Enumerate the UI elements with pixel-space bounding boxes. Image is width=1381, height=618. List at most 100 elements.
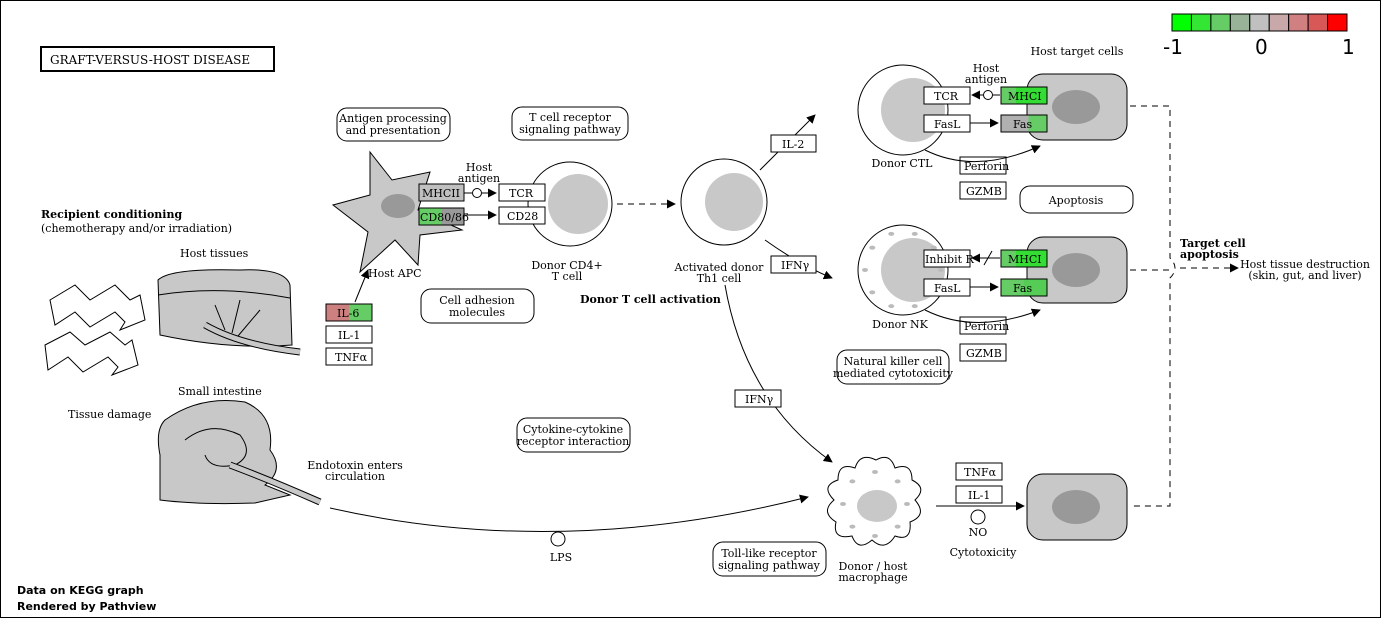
granule-dot (888, 231, 895, 236)
pathway-antigen-1: Antigen processing (338, 112, 447, 125)
label-activated-th1-2: Th1 cell (697, 272, 742, 285)
granule-dot (930, 245, 937, 250)
donor-cd4-cell (527, 161, 613, 247)
label-cytotoxicity: Cytotoxicity (950, 546, 1018, 559)
granule-dot (869, 290, 876, 295)
gene-il6-label: IL-6 (337, 307, 359, 320)
gene-il1-2-label: IL-1 (968, 489, 990, 502)
gene-ifng-2-label: IFNγ (745, 393, 774, 406)
label-donor-nk: Donor NK (872, 318, 929, 331)
label-donor-ctl: Donor CTL (872, 157, 934, 170)
pathway-nk-cytotoxicity[interactable] (836, 349, 950, 385)
legend-swatch (1307, 13, 1329, 32)
gene-cd8086-label: CD80/86 (420, 211, 469, 224)
label-tissue-damage: Tissue damage (68, 408, 151, 421)
pathway-nk-2: mediated cytotoxicity (833, 367, 954, 380)
label-host-apc: Host APC (368, 267, 422, 280)
gene-gzmb-2[interactable] (959, 343, 1007, 362)
gene-mhci-2[interactable] (1000, 249, 1048, 268)
gene-cd28[interactable] (498, 206, 546, 225)
pathway-tlr-2: signaling pathway (718, 559, 821, 572)
host-tissue-icon (157, 269, 301, 356)
color-legend: -1 0 1 (1163, 13, 1355, 59)
pathway-apoptosis-label: Apoptosis (1048, 194, 1104, 207)
gene-tnfa-2[interactable] (955, 462, 1003, 481)
pathway-tlr-1: Toll-like receptor (721, 547, 817, 560)
gene-fas-1[interactable] (1000, 114, 1048, 133)
legend-swatch (1327, 13, 1348, 32)
granule-dot (894, 524, 901, 529)
pathway-apoptosis[interactable] (1019, 185, 1134, 214)
gene-cd28-label: CD28 (507, 210, 538, 223)
gene-ifng-2[interactable] (734, 389, 782, 408)
gene-mhci-1[interactable] (1000, 86, 1048, 105)
radiation-arrows-icon (44, 284, 146, 377)
gene-cd8086[interactable] (418, 207, 465, 226)
pathway-cytokine-1: Cytokine-cytokine (523, 423, 623, 436)
gene-tcr-1[interactable] (498, 183, 546, 202)
granule-dot (894, 479, 901, 484)
gene-il2[interactable] (770, 134, 817, 153)
label-host-destruction-2: (skin, gut, and liver) (1248, 269, 1361, 282)
gene-il6[interactable] (325, 303, 373, 322)
granule-dot (938, 268, 944, 272)
footer-rendered-by: Rendered by Pathview (17, 600, 156, 613)
no-compound (970, 509, 986, 525)
granule-dot (904, 502, 910, 506)
gene-tnfa-2-label: TNFα (964, 466, 997, 479)
gene-il1[interactable] (325, 325, 373, 344)
label-donor-t-activation: Donor T cell activation (580, 293, 721, 306)
pathway-tcr-1: T cell receptor (529, 111, 612, 124)
gene-tcr-2[interactable] (923, 86, 971, 105)
label-small-intestine: Small intestine (178, 385, 262, 398)
gene-il1-2[interactable] (955, 485, 1003, 504)
gene-tnfa-1-label: TNFα (335, 351, 368, 364)
pathway-celladh-1: Cell adhesion (439, 294, 515, 307)
pathway-cytokine[interactable] (516, 417, 631, 453)
pathway-cell-adhesion[interactable] (420, 288, 535, 324)
title-box (40, 46, 275, 72)
granule-dot (840, 502, 846, 506)
gene-mhcii-label: MHCII (422, 187, 460, 200)
pathway-nk-1: Natural killer cell (844, 355, 943, 368)
label-host-antigen-2a: Host (973, 62, 1000, 75)
pathway-toll-like[interactable] (712, 541, 827, 577)
label-target-apoptosis-1: Target cell (1180, 237, 1246, 250)
gene-tnfa-1[interactable] (325, 347, 373, 366)
gene-tcr-1-label: TCR (509, 187, 534, 200)
pathway-antigen-processing[interactable] (336, 107, 451, 142)
legend-swatch (1249, 13, 1270, 32)
donor-ctl-cell (857, 64, 949, 156)
label-host-antigen-1b: antigen (458, 172, 500, 185)
granule-dot (872, 534, 878, 538)
gene-inhibit-r-label: Inhibit R (925, 253, 975, 266)
gene-inhibit-r[interactable] (923, 249, 971, 268)
legend-swatch (1229, 13, 1251, 32)
label-host-target-cells: Host target cells (1031, 45, 1124, 58)
gene-ifng-1-label: IFNγ (781, 259, 810, 272)
gene-mhci-1-label: MHCI (1008, 90, 1042, 103)
label-chemo: (chemotherapy and/or irradiation) (41, 222, 232, 235)
label-endotoxin-2: circulation (325, 470, 385, 483)
diagram-title: GRAFT-VERSUS-HOST DISEASE (50, 53, 250, 67)
donor-nk-cell (857, 224, 949, 316)
gene-perforin-2-label: Perforin (964, 320, 1009, 333)
lps-compound (550, 531, 566, 547)
host-target-cell-3 (1026, 473, 1128, 541)
pathway-tcr-signaling[interactable] (511, 106, 629, 141)
label-no: NO (969, 526, 988, 539)
gene-ifng-1[interactable] (770, 255, 817, 274)
gene-fasl-2-label: FasL (934, 282, 961, 295)
gene-fas-1-label: Fas (1013, 118, 1032, 131)
gene-fas-2[interactable] (1000, 278, 1048, 297)
host-antigen-1 (472, 188, 482, 198)
label-donor-cd4-2: T cell (552, 270, 583, 283)
label-host-antigen-2b: antigen (965, 73, 1007, 86)
granule-dot (849, 479, 856, 484)
pathway-celladh-2: molecules (449, 306, 505, 319)
gene-gzmb-1[interactable] (959, 181, 1007, 200)
small-intestine-icon (157, 399, 322, 506)
gene-il1-label: IL-1 (338, 329, 360, 342)
